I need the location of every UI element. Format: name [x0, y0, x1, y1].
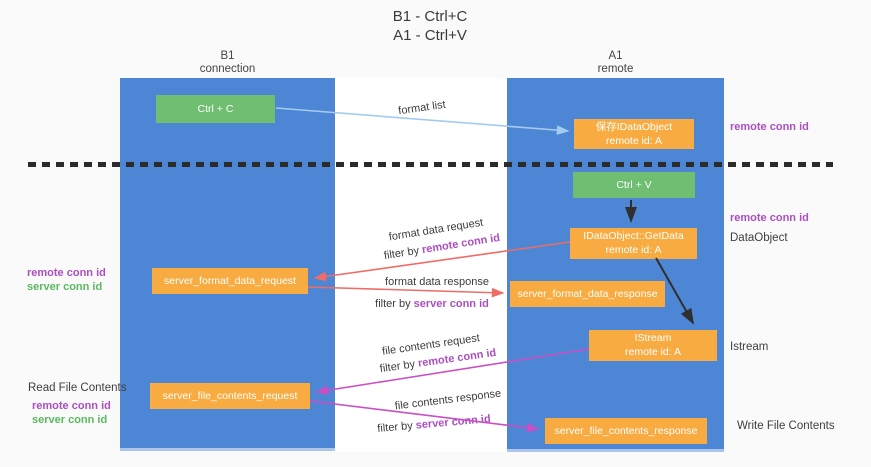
node-getdata-line2: remote id: A — [605, 244, 662, 256]
machine-boundary-divider — [28, 162, 833, 167]
server-conn-id-key: server conn id — [413, 298, 489, 310]
flow-filter-format-response: filter by server conn id — [375, 298, 489, 310]
lifeline-header-b1: B1 connection — [120, 50, 335, 76]
flow-label-format-data-response: format data response — [385, 276, 489, 288]
node-server-format-data-request: server_format_data_request — [152, 268, 308, 294]
node-getdata-line1: IDataObject::GetData — [583, 230, 684, 242]
lifeline-a1-subtitle: remote — [597, 63, 634, 75]
annotation-istream: Istream — [730, 341, 769, 353]
annotation-left-server-conn-id-mid: server conn id — [27, 281, 103, 293]
node-istream: IStream remote id: A — [589, 330, 717, 361]
annotation-read-file-contents: Read File Contents — [28, 382, 127, 394]
lifeline-b1-subtitle: connection — [199, 63, 256, 75]
node-istream-line2: remote id: A — [624, 346, 682, 358]
filter-by-text: filter by — [375, 298, 414, 310]
annotation-write-file-contents: Write File Contents — [737, 420, 835, 432]
lifeline-a1-title: A1 — [608, 50, 623, 62]
node-save-idataobject-line1: 保存IDataObject — [595, 121, 673, 133]
node-server-file-contents-request: server_file_contents_request — [150, 383, 310, 409]
node-save-idataobject-line2: remote id: A — [605, 135, 663, 147]
lifeline-b1-title: B1 — [220, 50, 235, 62]
node-istream-line1: IStream — [634, 332, 672, 344]
node-ctrl-v: Ctrl + V — [573, 172, 695, 198]
node-save-idataobject: 保存IDataObject remote id: A — [574, 119, 694, 149]
annotation-left-server-conn-id-bottom: server conn id — [32, 414, 108, 426]
diagram-title-line-2: A1 - Ctrl+V — [393, 27, 467, 44]
annotation-remote-conn-id-mid: remote conn id — [730, 212, 809, 224]
node-idataobject-getdata: IDataObject::GetData remote id: A — [570, 228, 697, 259]
annotation-remote-conn-id-top: remote conn id — [730, 121, 809, 133]
diagram-title-line-1: B1 - Ctrl+C — [392, 8, 468, 25]
annotation-left-remote-conn-id-mid: remote conn id — [27, 267, 106, 279]
node-ctrl-c: Ctrl + C — [156, 95, 275, 123]
node-server-file-contents-response: server_file_contents_response — [545, 418, 707, 444]
annotation-left-remote-conn-id-bottom: remote conn id — [32, 400, 111, 412]
lifeline-header-a1: A1 remote — [507, 50, 724, 76]
node-server-format-data-response: server_format_data_response — [510, 281, 665, 307]
annotation-dataobject: DataObject — [730, 232, 788, 244]
